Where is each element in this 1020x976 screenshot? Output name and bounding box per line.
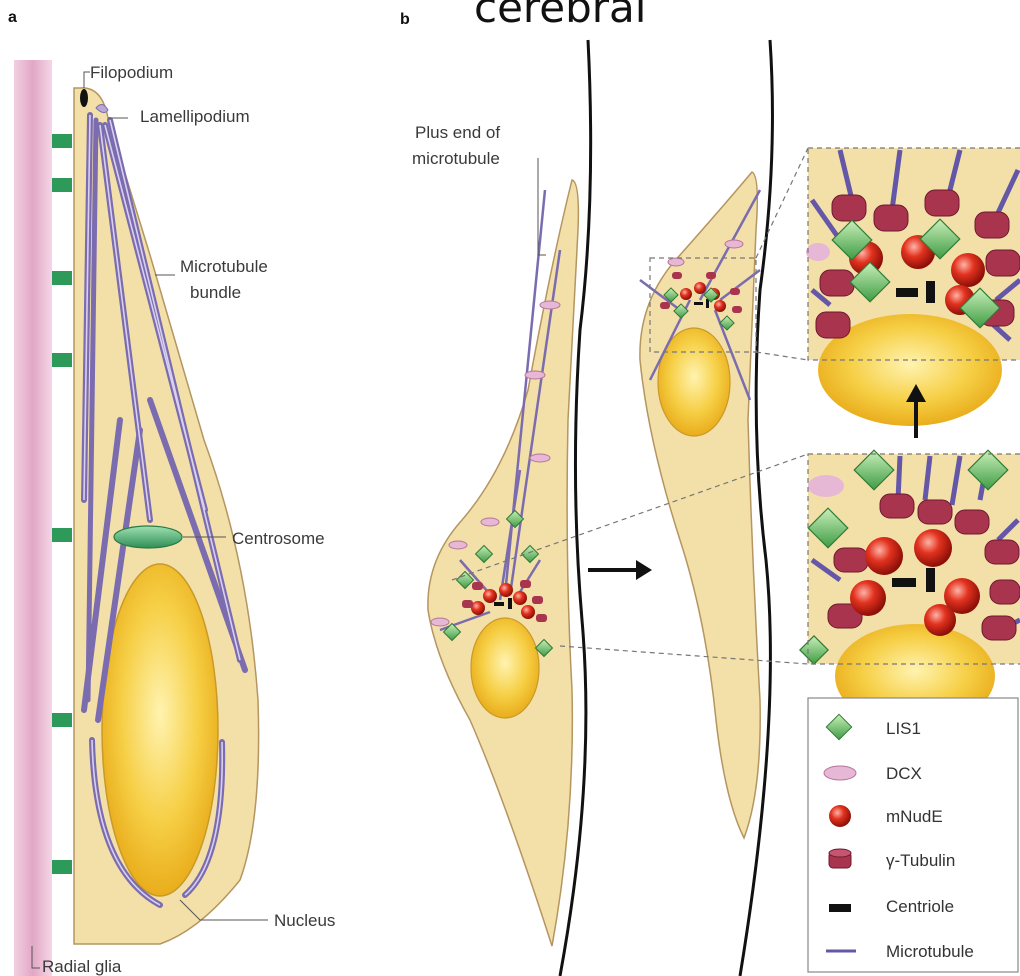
legend-label-gamma-tubulin: γ-Tubulin <box>886 851 955 870</box>
nucleus-b1 <box>471 618 539 718</box>
cylinder-icon <box>829 849 851 868</box>
bar-icon <box>829 904 851 912</box>
legend-label-dcx: DCX <box>886 764 922 783</box>
panel-b-label: b <box>400 11 410 28</box>
label-lamellipodium: Lamellipodium <box>140 107 250 126</box>
zoom-box-bottom <box>800 450 1020 728</box>
migrating-neuron-b1 <box>428 180 579 946</box>
legend-label-microtubule: Microtubule <box>886 942 974 961</box>
label-nucleus: Nucleus <box>274 911 335 930</box>
label-filopodium: Filopodium <box>90 63 173 82</box>
legend-label-mnude: mNudE <box>886 807 943 826</box>
label-plus-end-1: Plus end of <box>415 123 500 142</box>
legend-label-lis1: LIS1 <box>886 719 921 738</box>
nucleus-a <box>102 564 218 896</box>
adhesion-sites <box>52 134 72 874</box>
legend: LIS1 DCX mNudE γ-Tubulin Centriole Micro… <box>808 698 1018 972</box>
centrosome-a <box>114 526 182 548</box>
panel-a-label: a <box>8 9 17 26</box>
zoom-box-top <box>806 148 1020 426</box>
migrating-neuron-b2 <box>640 172 760 838</box>
ellipse-icon <box>824 766 856 780</box>
label-plus-end-2: microtubule <box>412 149 500 168</box>
radial-glia-fiber <box>14 60 52 976</box>
label-microtubule-bundle-2: bundle <box>190 283 241 302</box>
title-fragment: cerebral <box>474 0 646 32</box>
sphere-icon <box>829 805 851 827</box>
filopodium <box>80 89 88 107</box>
label-centrosome: Centrosome <box>232 529 325 548</box>
legend-label-centriole: Centriole <box>886 897 954 916</box>
label-radial-glia: Radial glia <box>42 957 122 976</box>
label-microtubule-bundle-1: Microtubule <box>180 257 268 276</box>
